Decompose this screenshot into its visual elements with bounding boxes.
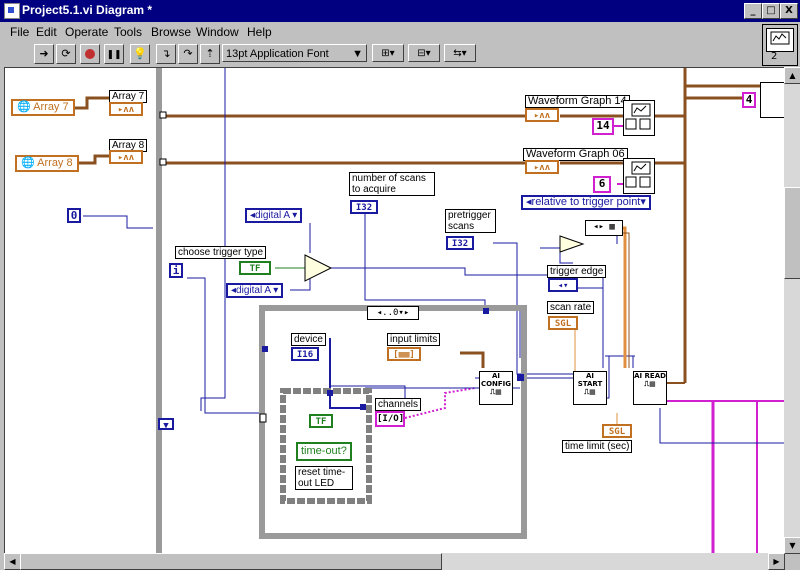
pretrigger-terminal[interactable]: I32 [446, 236, 474, 250]
right-property-icon[interactable] [760, 82, 785, 118]
pause-icon[interactable]: ❚❚ [104, 44, 124, 64]
while-loop-border[interactable] [156, 68, 162, 554]
compare-function-icon[interactable] [559, 235, 585, 253]
font-selector-value: 13pt Application Font [226, 48, 329, 60]
menu-edit[interactable]: Edit [36, 25, 57, 39]
menu-help[interactable]: Help [247, 25, 272, 39]
choose-trigger-label: choose trigger type [175, 246, 267, 259]
input-limits-label: input limits [387, 333, 441, 346]
scan-rate-label: scan rate [547, 301, 595, 314]
window-title: Project5.1.vi Diagram * [22, 3, 153, 17]
vertical-scroll-thumb[interactable] [784, 187, 800, 279]
array7-property-node[interactable]: ▸ʌʌ [109, 102, 143, 116]
time-limit-terminal[interactable]: SGL [602, 424, 632, 438]
ai-start-vi[interactable]: AI START⎍▦ [573, 371, 607, 405]
iteration-terminal: i [169, 263, 183, 278]
horizontal-scroll-thumb[interactable] [20, 553, 442, 570]
const-4[interactable]: 4 [742, 92, 756, 108]
step-out-icon[interactable]: ⇡ [200, 44, 220, 64]
channels-label: channels [375, 398, 422, 411]
scroll-left-icon[interactable]: ◀ [4, 553, 21, 570]
align-objects-icon[interactable]: ⊞▾ [372, 44, 404, 62]
bundle-node-icon[interactable]: ◂▸ ▦ [585, 220, 623, 236]
num-scans-label: number of scans to acquire [349, 172, 435, 196]
array7-terminal[interactable]: 🌐 Array 7 [11, 99, 75, 116]
step-over-icon[interactable]: ↷ [178, 44, 198, 64]
title-bar: Project5.1.vi Diagram * _ □ X [0, 0, 800, 22]
graph14-label: Waveform Graph 14 [525, 95, 630, 108]
pretrigger-label: pretrigger scans [445, 209, 496, 233]
toolbar: ➜ ⟳ ❚❚ 💡 ↴ ↷ ⇡ 13pt Application Font ▼ ⊞… [0, 42, 760, 66]
vertical-scrollbar[interactable]: ▲ ▼ [784, 67, 800, 554]
relative-ring-constant[interactable]: ◂relative to trigger point▾ [521, 195, 651, 210]
const-6[interactable]: 6 [593, 176, 611, 193]
device-terminal[interactable]: I16 [291, 347, 319, 361]
menu-tools[interactable]: Tools [114, 25, 143, 39]
graph06-property-icon[interactable] [623, 158, 655, 194]
graph14-property-icon[interactable] [623, 100, 655, 136]
ai-read-vi[interactable]: AI READ⎍▦ [633, 371, 667, 405]
highlight-execution-icon[interactable]: 💡 [130, 44, 150, 64]
scroll-up-icon[interactable]: ▲ [784, 67, 800, 84]
case-selector[interactable]: ◂..0▾▸ [367, 306, 419, 320]
connector-pane-number: 2 [771, 51, 778, 62]
run-continuously-icon[interactable]: ⟳ [56, 44, 76, 64]
menu-browse[interactable]: Browse [151, 25, 192, 39]
digital-a-ring-1[interactable]: ◂digital A ▾ [245, 208, 303, 223]
num-scans-terminal[interactable]: I32 [350, 200, 378, 214]
trigger-edge-label: trigger edge [547, 265, 607, 278]
array8-property-node[interactable]: ▸ʌʌ [109, 150, 143, 164]
menu-operate[interactable]: Operate [65, 25, 109, 39]
const-14[interactable]: 14 [592, 118, 614, 135]
connector-pane[interactable]: 2 [762, 24, 798, 66]
ai-config-vi[interactable]: AI CONFIG⎍▦ [479, 371, 513, 405]
abort-icon[interactable] [80, 44, 100, 64]
menu-file[interactable]: File [10, 25, 30, 39]
step-into-icon[interactable]: ↴ [156, 44, 176, 64]
menu-bar: File Edit Operate Tools Browse Window He… [0, 22, 760, 42]
reset-timeout-label: reset time-out LED [295, 466, 353, 490]
channels-terminal[interactable]: [I/O] [375, 411, 405, 427]
graph14-terminal[interactable]: ▸ʌʌ [525, 108, 559, 122]
timeout-tf-terminal[interactable]: TF [309, 414, 333, 428]
array8-terminal[interactable]: 🌐 Array 8 [15, 155, 79, 172]
chevron-down-icon: ▼ [352, 48, 363, 60]
const-zero[interactable]: 0 [67, 208, 81, 223]
font-selector[interactable]: 13pt Application Font ▼ [222, 44, 367, 62]
close-button[interactable]: X [780, 3, 798, 19]
input-limits-terminal[interactable]: [▦▦] [387, 347, 421, 361]
vi-icon [766, 28, 794, 52]
loop-condition-icon[interactable]: ▼ [158, 418, 174, 431]
horizontal-scrollbar[interactable]: ◀ ▶ [4, 553, 785, 570]
graph06-terminal[interactable]: ▸ʌʌ [525, 160, 559, 174]
vi-window-icon[interactable] [4, 3, 20, 19]
reorder-objects-icon[interactable]: ⇆▾ [444, 44, 476, 62]
inner-loop[interactable] [280, 388, 372, 504]
minimize-button[interactable]: _ [744, 3, 762, 19]
trigger-edge-ring[interactable]: ◂▾ [548, 278, 578, 292]
graph06-label: Waveform Graph 06 [523, 148, 628, 161]
scroll-right-icon[interactable]: ▶ [768, 553, 785, 570]
run-arrow-icon[interactable]: ➜ [34, 44, 54, 64]
maximize-button[interactable]: □ [762, 3, 780, 19]
select-function-icon[interactable] [304, 254, 333, 282]
timeout-indicator[interactable]: time-out? [296, 442, 352, 461]
time-limit-label: time limit (sec) [562, 440, 633, 453]
device-label: device [291, 333, 326, 346]
trigger-type-terminal[interactable]: TF [239, 261, 271, 275]
menu-window[interactable]: Window [196, 25, 239, 39]
scroll-down-icon[interactable]: ▼ [784, 537, 800, 554]
distribute-objects-icon[interactable]: ⊟▾ [408, 44, 440, 62]
scan-rate-terminal[interactable]: SGL [548, 316, 578, 330]
block-diagram[interactable]: 🌐 Array 7 🌐 Array 8 Array 7 ▸ʌʌ Array 8 … [4, 67, 785, 554]
digital-a-ring-2[interactable]: ◂digital A ▾ [226, 283, 284, 298]
